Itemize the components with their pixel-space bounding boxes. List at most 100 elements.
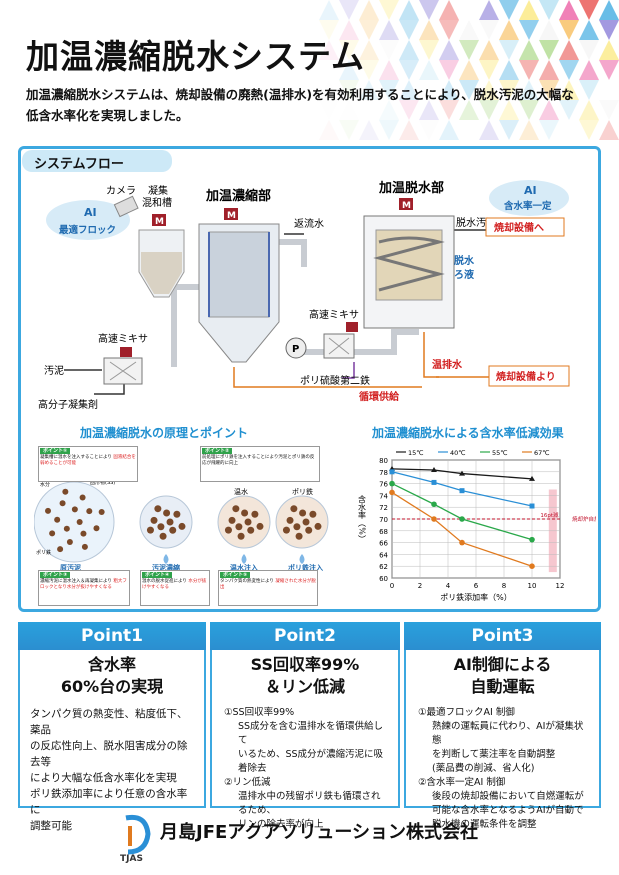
solid-particle	[146, 526, 154, 534]
moisture-chart: 6062646668707274767880024681012焼却炉自燃点16p…	[358, 449, 597, 602]
mosaic-tile	[539, 100, 559, 120]
mosaic-tile	[479, 80, 499, 100]
system-flow-heading: システムフロー	[22, 150, 172, 172]
data-point	[431, 467, 437, 473]
sludge-circle	[275, 495, 329, 549]
legend-label: 40℃	[450, 449, 466, 457]
polymer-line	[94, 382, 125, 395]
mosaic-tile	[499, 20, 519, 40]
point2-title-1: SS回収率99%	[250, 655, 360, 674]
mixer-left-label: 高速ミキサ	[98, 332, 148, 345]
logo-text: TJAS	[120, 854, 143, 864]
mosaic-tile	[439, 40, 459, 60]
data-point	[529, 563, 535, 569]
mosaic-tile	[559, 80, 579, 100]
mosaic-tile	[419, 100, 439, 120]
company-logo	[125, 814, 151, 855]
solid-particle	[159, 532, 167, 540]
point3-box: AI制御による 自動運転 ①最適フロックAI 制御 熟練の運転員に代わり、AIが…	[404, 650, 601, 830]
mosaic-tile	[519, 80, 539, 100]
solids-label: 固形物(SS)	[90, 479, 115, 486]
motor-icon-flocculation	[152, 214, 166, 226]
solid-particle	[299, 509, 307, 517]
from-incinerator-box	[488, 365, 570, 387]
water-drop-icon	[241, 554, 247, 564]
solid-particle	[166, 518, 174, 526]
mosaic-tile	[599, 80, 619, 100]
y-axis-label: 含水率（%）	[358, 494, 367, 543]
mosaic-tile	[359, 100, 379, 120]
to-incinerator-box	[485, 217, 565, 237]
mosaic-tile	[519, 60, 539, 80]
filtrate-label-1: 脱水	[454, 254, 475, 267]
y-tick-label: 70	[379, 516, 388, 524]
solid-particle	[93, 525, 100, 532]
point3-text: ①最適フロックAI 制御 熟練の運転員に代わり、AIが凝集状態 を判断して薬注率…	[418, 707, 584, 830]
solid-particle	[237, 532, 245, 540]
point-card-5: ポイント⑤ タンパク質の熱変性により 凝縮された水分が脱出	[218, 570, 318, 606]
sludge-circle	[139, 495, 193, 549]
mosaic-tile	[579, 80, 599, 100]
recirculation-path	[233, 367, 422, 388]
solid-particle	[157, 523, 165, 531]
warm-water-label: 温排水	[432, 358, 463, 371]
mosaic-tile	[339, 20, 359, 40]
sludge-circle	[217, 495, 271, 549]
mosaic-tile	[459, 20, 479, 40]
solid-particle	[244, 518, 252, 526]
x-tick-label: 10	[528, 582, 537, 590]
tank-contents	[141, 252, 182, 294]
mosaic-tile	[599, 60, 619, 80]
point3-header: Point3	[404, 622, 601, 650]
mosaic-tile	[359, 60, 379, 80]
mosaic-tile	[399, 40, 419, 60]
point1-box: 含水率 60%台の実現 タンパク質の熱変性、粘度低下、薬品 の反応性向上、脱水阻…	[18, 650, 206, 832]
decorative-mosaic	[319, 0, 619, 140]
data-point	[431, 516, 437, 522]
ferric-line	[342, 362, 355, 379]
mosaic-tile	[499, 120, 519, 140]
motor-icon-mixer-right	[346, 322, 358, 332]
mosaic-tile	[599, 20, 619, 40]
solid-particle	[54, 516, 61, 523]
mosaic-tile	[539, 0, 559, 20]
data-point	[389, 489, 395, 496]
mosaic-tile	[439, 80, 459, 100]
dewatering-label: 加温脱水部	[378, 180, 444, 196]
mosaic-tile	[339, 40, 359, 60]
mosaic-tile	[479, 100, 499, 120]
point2-box: SS回収率99% ＆リン低減 ①SS回収率99% SS成分を含む温排水を循環供給…	[210, 650, 400, 830]
x-tick-label: 0	[390, 582, 394, 590]
mosaic-tile	[399, 20, 419, 40]
solid-particle	[49, 530, 56, 537]
point-card-4: ポイント④ 温水の脱水促進により 水分が抜けやすくなる	[140, 570, 210, 606]
x-axis-label: ポリ鉄添加率（%）	[440, 592, 512, 602]
mosaic-tile	[459, 80, 479, 100]
y-tick-label: 74	[379, 492, 388, 500]
pump-label: P	[292, 344, 299, 355]
solid-particle	[62, 488, 69, 495]
solid-particle	[309, 510, 317, 518]
legend-label: 55℃	[492, 449, 508, 457]
mosaic-tile	[399, 100, 419, 120]
mosaic-tile	[379, 100, 399, 120]
solid-particle	[81, 543, 88, 550]
mosaic-tile	[519, 100, 539, 120]
y-tick-label: 66	[379, 540, 388, 548]
mosaic-tile	[599, 0, 619, 20]
point3-title-1: AI制御による	[453, 655, 552, 674]
mosaic-tile	[559, 40, 579, 60]
mosaic-tile	[319, 100, 339, 120]
solid-particle	[228, 516, 236, 524]
solid-particle	[293, 523, 301, 531]
mosaic-tile	[359, 40, 379, 60]
mosaic-tile	[459, 0, 479, 20]
y-tick-label: 76	[379, 481, 388, 489]
series-line	[391, 468, 533, 480]
solid-particle	[290, 505, 298, 513]
mosaic-tile	[579, 40, 599, 60]
mosaic-tile	[579, 60, 599, 80]
camera-icon	[113, 195, 139, 218]
solid-particle	[163, 509, 171, 517]
x-tick-label: 4	[446, 582, 451, 590]
